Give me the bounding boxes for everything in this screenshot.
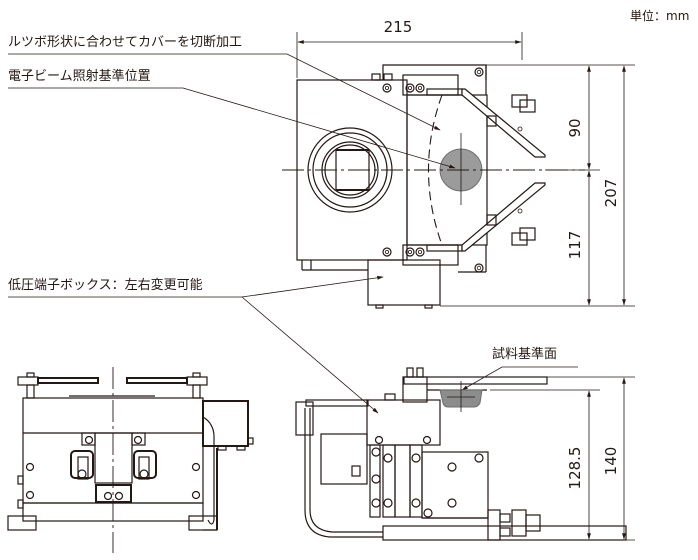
callout-beam-reference: 電子ビーム照射基準位置	[8, 68, 151, 84]
terminal-box	[367, 259, 441, 306]
front-view	[7, 367, 254, 553]
screw-icon	[371, 435, 484, 518]
screw-icon	[25, 435, 201, 501]
screw-icon	[382, 67, 484, 273]
dim-label-side-total: 140	[602, 447, 620, 476]
lower-arm	[461, 182, 546, 252]
callout-sample-reference: 試料基準面	[492, 346, 557, 362]
dim-label-total: 207	[602, 179, 620, 208]
dim-label-upper: 90	[566, 118, 584, 137]
dim-label-lower: 117	[566, 231, 584, 260]
unit-label: 単位：mm	[630, 8, 689, 23]
callout-leaders	[8, 53, 578, 414]
callout-terminal-box: 低圧端子ボックス：左右変更可能	[8, 277, 203, 293]
side-view	[295, 367, 635, 541]
dim-label-width: 215	[384, 18, 413, 36]
dim-label-sample: 128.5	[566, 447, 584, 490]
top-view	[282, 32, 635, 309]
callout-crucible-cover: ルツボ形状に合わせてカバーを切断加工	[8, 35, 242, 50]
upper-arm	[461, 88, 546, 158]
